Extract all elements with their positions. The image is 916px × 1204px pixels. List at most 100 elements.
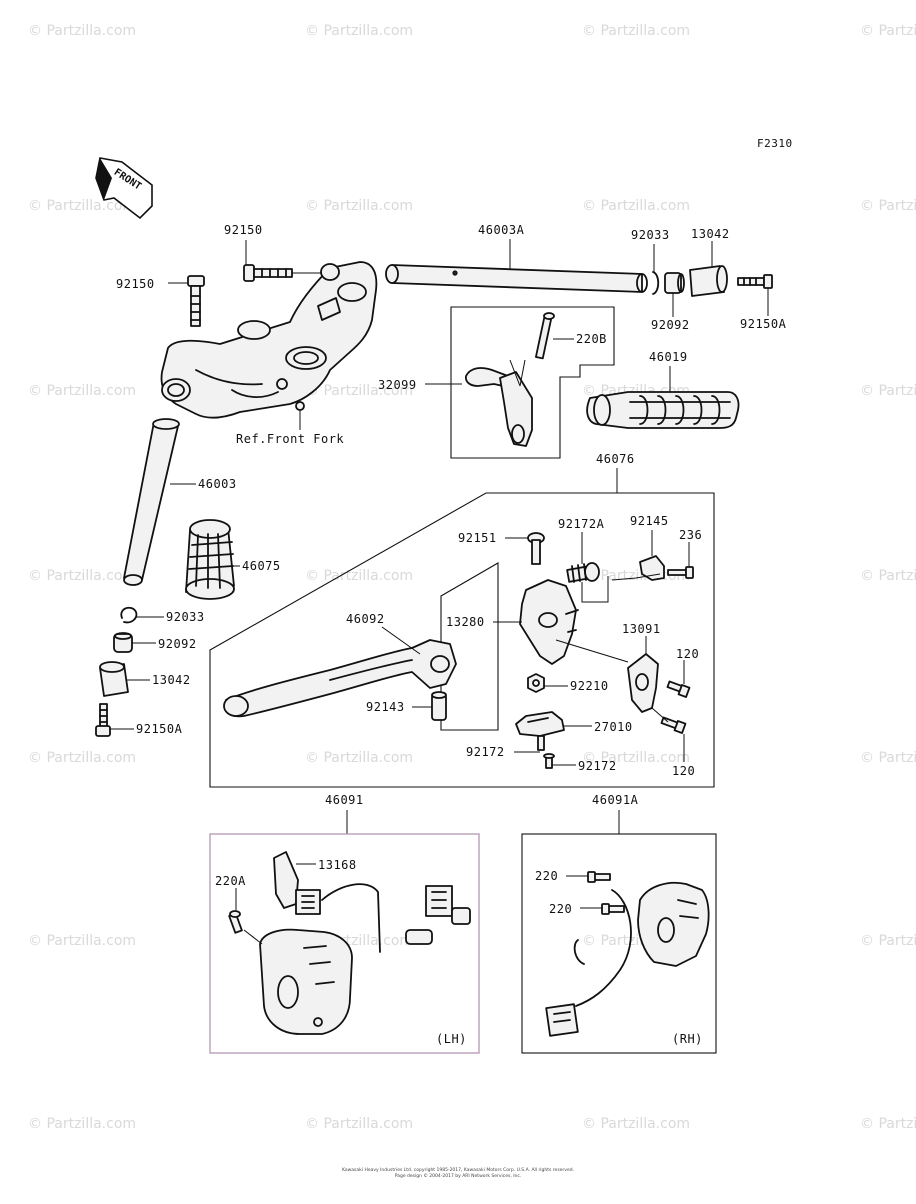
handlebar-46003 <box>123 418 180 586</box>
label-92150A-left: 92150A <box>136 722 183 736</box>
label-92151: 92151 <box>458 531 497 545</box>
label-13091: 13091 <box>622 622 661 636</box>
weight-13042-top <box>689 265 728 297</box>
watermark: © Partzilla.com <box>582 1116 690 1132</box>
label-46091: 46091 <box>325 793 364 807</box>
watermark: © Partzilla.com <box>28 23 136 39</box>
holder-13091 <box>627 653 659 713</box>
pivot-92143 <box>431 691 447 721</box>
clutch-lever-46092 <box>223 639 457 718</box>
watermark: © Partzilla.com <box>305 568 413 584</box>
bolt-92151 <box>527 532 545 565</box>
watermark: © Partzilla.com <box>28 1116 136 1132</box>
switch-27010 <box>515 711 565 737</box>
label-92145: 92145 <box>630 514 669 528</box>
watermark: © Partzilla.com <box>582 750 690 766</box>
throttle-grip-46019 <box>586 391 740 429</box>
label-92150-top: 92150 <box>224 223 263 237</box>
watermark: © Partzilla.com <box>860 23 916 39</box>
connector-13168 <box>273 851 321 915</box>
label-92033-left: 92033 <box>166 610 205 624</box>
label-220A: 220A <box>215 874 246 888</box>
watermark: © Partzilla.com <box>305 750 413 766</box>
snap-ring-92033-top <box>652 271 660 295</box>
bolt-92150-top <box>243 264 293 282</box>
label-46019: 46019 <box>649 350 688 364</box>
watermark: © Partzilla.com <box>28 568 136 584</box>
bolt-92150-left <box>187 275 205 327</box>
label-13168: 13168 <box>318 858 357 872</box>
label-92143: 92143 <box>366 700 405 714</box>
group-box-32099 <box>450 306 615 459</box>
throttle-pulley-32099 <box>465 312 555 447</box>
watermark: © Partzilla.com <box>305 1116 413 1132</box>
bolt-92150A-left <box>95 703 111 737</box>
group-box-46091A <box>521 833 717 1054</box>
label-ref-front-fork: Ref.Front Fork <box>236 432 344 446</box>
screw-220-b <box>601 903 625 915</box>
bolt-92150A-top <box>737 274 773 289</box>
weight-13042-left <box>99 661 129 697</box>
watermark: © Partzilla.com <box>860 1116 916 1132</box>
label-46092: 46092 <box>346 612 385 626</box>
watermark: © Partzilla.com <box>28 383 136 399</box>
label-13042-top: 13042 <box>691 227 730 241</box>
watermark: © Partzilla.com <box>860 198 916 214</box>
snap-ring-92033-left <box>120 606 138 624</box>
figure-code: F2310 <box>757 137 793 150</box>
label-220B: 220B <box>576 332 607 346</box>
label-lh: (LH) <box>436 1032 467 1046</box>
label-92150A-top: 92150A <box>740 317 787 331</box>
bolt-120-a <box>666 680 691 698</box>
connector-lh-right <box>425 885 471 925</box>
label-32099: 32099 <box>378 378 417 392</box>
screw-220-a <box>587 871 611 883</box>
label-13042-left: 13042 <box>152 673 191 687</box>
watermark: © Partzilla.com <box>305 198 413 214</box>
grip-46075 <box>185 519 235 600</box>
label-92172A: 92172A <box>558 517 605 531</box>
watermark: © Partzilla.com <box>860 750 916 766</box>
label-46091A: 46091A <box>592 793 639 807</box>
watermark: © Partzilla.com <box>28 933 136 949</box>
label-46003A: 46003A <box>478 223 525 237</box>
label-92033-top: 92033 <box>631 228 670 242</box>
handlebar-46003A <box>385 264 648 293</box>
group-box-46076 <box>209 492 715 788</box>
watermark: © Partzilla.com <box>582 23 690 39</box>
connector-rh <box>545 1003 579 1037</box>
label-46003: 46003 <box>198 477 237 491</box>
group-box-46091 <box>209 833 480 1054</box>
label-92092-left: 92092 <box>158 637 197 651</box>
switch-housing-rh <box>573 881 710 1007</box>
front-arrow-icon: FRONT <box>95 157 153 220</box>
watermark: © Partzilla.com <box>305 23 413 39</box>
label-120-b: 120 <box>672 764 695 778</box>
label-46076: 46076 <box>596 452 635 466</box>
bracket-13280 <box>519 579 579 665</box>
watermark: © Partzilla.com <box>28 750 136 766</box>
screw-92172-a <box>537 735 545 751</box>
label-220-b: 220 <box>549 902 572 916</box>
watermark: © Partzilla.com <box>305 383 413 399</box>
label-120-a: 120 <box>676 647 699 661</box>
watermark: © Partzilla.com <box>860 568 916 584</box>
screw-92172-b <box>543 753 555 769</box>
nut-92210 <box>527 673 545 693</box>
watermark: © Partzilla.com <box>28 198 136 214</box>
label-46075: 46075 <box>242 559 281 573</box>
label-236: 236 <box>679 528 702 542</box>
collar-92092-top <box>664 272 685 294</box>
watermark: © Partzilla.com <box>860 933 916 949</box>
label-92092-top: 92092 <box>651 318 690 332</box>
label-92150-left: 92150 <box>116 277 155 291</box>
upper-triple-clamp <box>160 261 378 419</box>
screw-220A <box>228 910 243 934</box>
footer-design: Page design © 2004-2017 by ARI Network S… <box>395 1172 522 1179</box>
label-92172-b: 92172 <box>578 759 617 773</box>
label-27010: 27010 <box>594 720 633 734</box>
watermark: © Partzilla.com <box>860 383 916 399</box>
label-13280: 13280 <box>446 615 485 629</box>
